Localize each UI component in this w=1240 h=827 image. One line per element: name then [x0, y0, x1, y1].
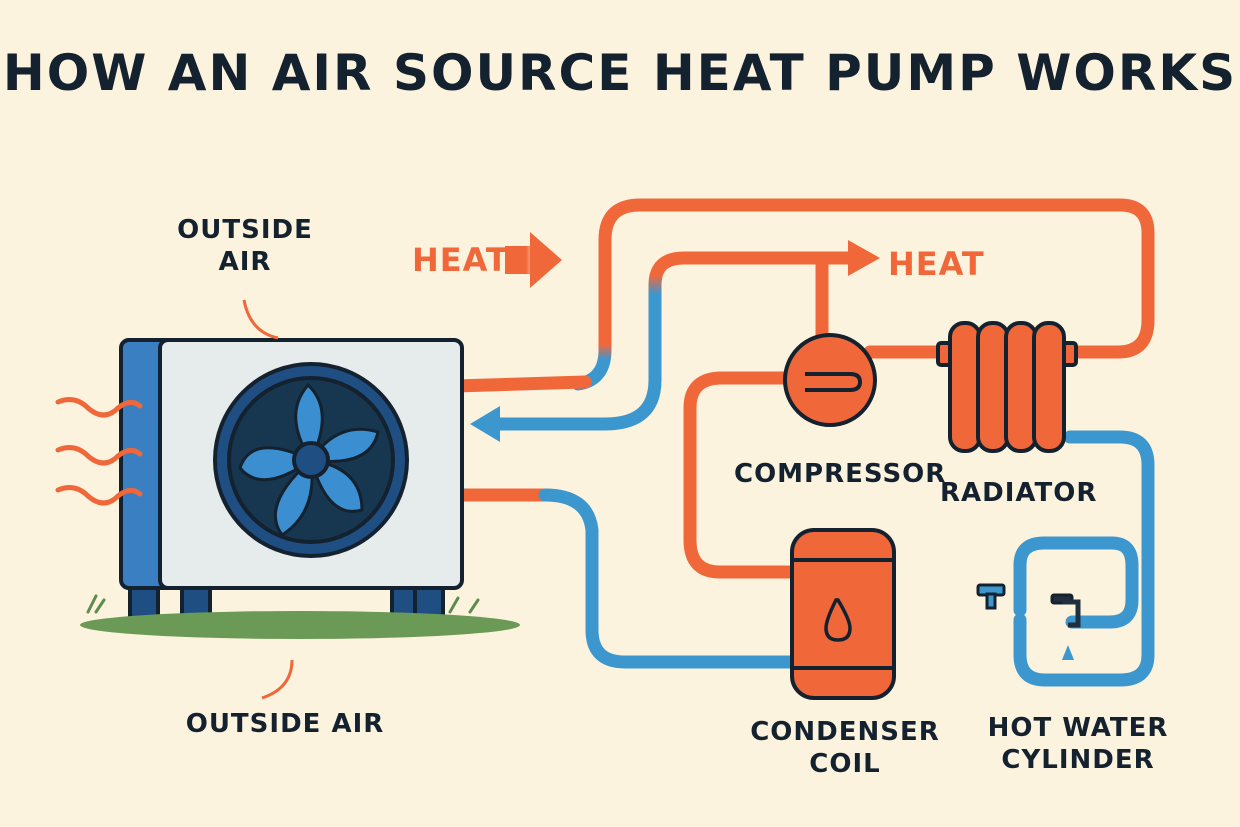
radiator-shape — [936, 321, 1078, 453]
leader-outside-air-top — [242, 299, 279, 340]
tap-icon — [976, 583, 1081, 628]
water-stream — [1062, 645, 1074, 660]
label-heat-right: HEAT — [888, 245, 985, 283]
ground — [80, 611, 520, 639]
hot-pipe-top-loop — [598, 198, 1155, 359]
label-heat-left: HEAT — [412, 241, 509, 279]
cold-flow-arrow-head — [470, 406, 500, 442]
cold-pipe-tap-loop — [1013, 536, 1139, 629]
label-outside-air-top: OUTSIDE AIR — [177, 215, 313, 277]
label-compressor: COMPRESSOR — [734, 459, 947, 489]
cold-pipe-radiator-return — [1013, 430, 1155, 687]
cold-pipe-return — [488, 338, 662, 431]
cold-pipe-bottom-return — [538, 488, 800, 669]
hot-pipe-to-condenser — [683, 371, 800, 579]
pipe-left-riser — [571, 289, 612, 391]
condenser-cylinder — [790, 528, 896, 700]
label-hot-water-cylinder: HOT WATER CYLINDER — [987, 713, 1169, 775]
leader-outside-air-bottom — [261, 659, 294, 700]
grass — [86, 594, 480, 614]
label-condenser-coil: CONDENSER COIL — [750, 717, 940, 779]
label-outside-air-bottom: OUTSIDE AIR — [185, 709, 385, 739]
fan-icon — [213, 362, 409, 558]
water-drop-icon — [824, 598, 852, 642]
page-title: HOW AN AIR SOURCE HEAT PUMP WORKS — [2, 44, 1238, 102]
label-radiator: RADIATOR — [940, 478, 1098, 508]
warm-air-wave-icon — [55, 397, 143, 506]
pipe-inner-riser — [648, 251, 862, 352]
heat-arrow-left — [505, 232, 562, 288]
compressor-shape — [783, 333, 877, 427]
heat-arrow-head-right — [848, 240, 880, 276]
pipe-network — [388, 198, 1155, 687]
